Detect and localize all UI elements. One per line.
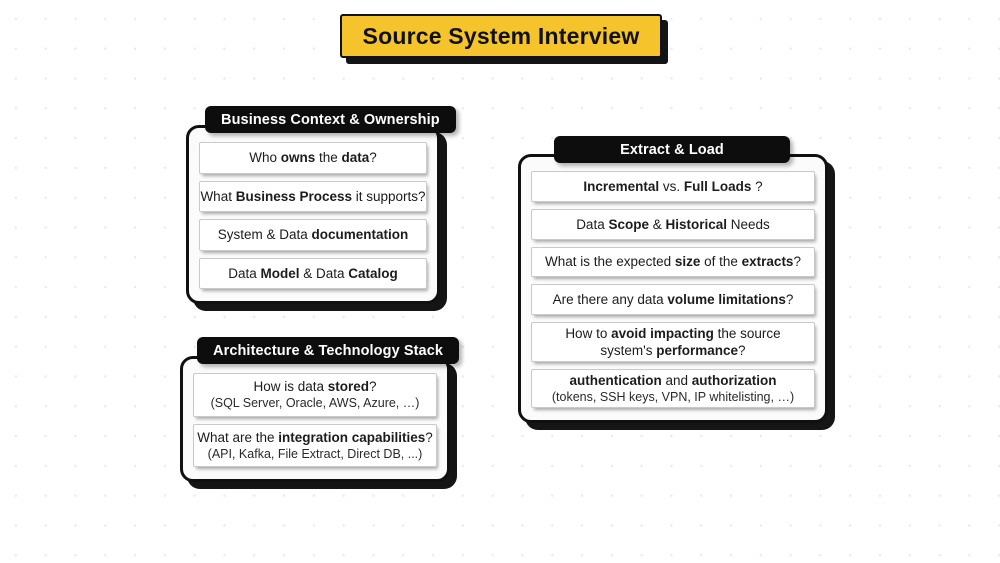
list-item[interactable]: Incremental vs. Full Loads ? <box>531 171 815 202</box>
card-business-items: Who owns the data? What Business Process… <box>199 142 427 289</box>
list-item[interactable]: What is the expected size of the extract… <box>531 246 815 278</box>
item-line-primary: authentication and authorization <box>569 373 777 388</box>
item-line-primary: How is data stored? <box>253 379 377 395</box>
item-line-secondary: (API, Kafka, File Extract, Direct DB, ..… <box>207 446 423 461</box>
card-header-label: Architecture & Technology Stack <box>213 342 444 359</box>
item-line-primary: How to avoid impacting the source <box>565 326 781 341</box>
list-item[interactable]: What Business Process it supports? <box>199 180 427 212</box>
list-item[interactable]: Who owns the data? <box>199 142 427 174</box>
card-extract-items: Incremental vs. Full Loads ? Data Scope … <box>531 171 815 408</box>
title-banner: Source System Interview <box>340 14 662 58</box>
card-header-label: Extract & Load <box>620 141 724 158</box>
card-architecture-technology-stack: How is data stored? (SQL Server, Oracle,… <box>180 356 450 482</box>
item-line-primary: Data Scope & Historical Needs <box>576 216 770 232</box>
card-architecture-items: How is data stored? (SQL Server, Oracle,… <box>193 373 437 467</box>
item-line-primary: What are the integration capabilities? <box>197 429 433 445</box>
card-header-extract-load: Extract & Load <box>554 136 790 163</box>
item-line-secondary: (SQL Server, Oracle, AWS, Azure, …) <box>210 396 420 411</box>
item-line-primary: Who owns the data? <box>249 150 377 166</box>
item-line-primary: What Business Process it supports? <box>200 188 426 204</box>
item-line-secondary: system's performance? <box>600 343 746 358</box>
list-item[interactable]: How is data stored? (SQL Server, Oracle,… <box>193 373 437 417</box>
card-header-label: Business Context & Ownership <box>221 111 440 128</box>
item-line-primary: System & Data documentation <box>217 227 409 243</box>
title-text: Source System Interview <box>362 22 640 49</box>
card-header-architecture-technology-stack: Architecture & Technology Stack <box>197 337 460 364</box>
list-item[interactable]: Data Model & Data Catalog <box>199 257 427 289</box>
item-line-primary: What is the expected size of the extract… <box>545 254 801 270</box>
card-extract-load: Incremental vs. Full Loads ? Data Scope … <box>518 154 828 423</box>
list-item[interactable]: System & Data documentation <box>199 219 427 251</box>
item-line-primary: Data Model & Data Catalog <box>228 265 398 281</box>
item-line-primary: Incremental vs. Full Loads ? <box>583 178 763 194</box>
list-item[interactable]: How to avoid impacting the source system… <box>531 322 815 362</box>
list-item[interactable]: What are the integration capabilities? (… <box>193 423 437 467</box>
card-business-context-ownership: Who owns the data? What Business Process… <box>186 125 440 304</box>
item-line-secondary: (tokens, SSH keys, VPN, IP whitelisting,… <box>551 390 795 404</box>
item-line-primary: Are there any data volume limitations? <box>552 292 794 308</box>
card-header-business-context-ownership: Business Context & Ownership <box>205 106 456 133</box>
list-item[interactable]: Data Scope & Historical Needs <box>531 208 815 240</box>
list-item[interactable]: Are there any data volume limitations? <box>531 284 815 315</box>
list-item[interactable]: authentication and authorization (tokens… <box>531 369 815 408</box>
